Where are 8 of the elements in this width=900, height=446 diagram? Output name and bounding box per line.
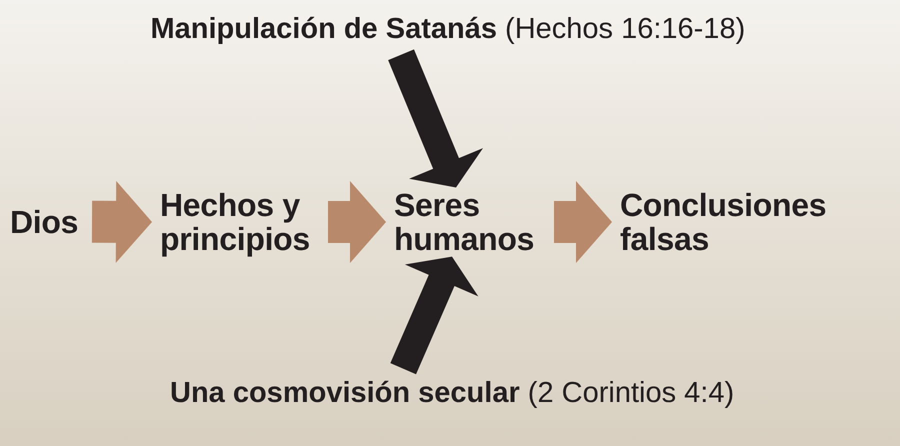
flow-step-label: Hechos y principios	[152, 188, 328, 257]
influence-label: Manipulación de Satanás (Hechos 16:16-18)	[146, 12, 750, 48]
block-arrow	[92, 180, 152, 263]
influence-label: Una cosmovisión secular (2 Corintios 4:4)	[166, 376, 738, 412]
flow-step-label: Dios	[2, 204, 92, 240]
flow-step-label: Conclusiones falsas	[612, 188, 850, 257]
flow-step-label: Seres humanos	[386, 188, 554, 257]
block-arrow	[328, 181, 386, 264]
